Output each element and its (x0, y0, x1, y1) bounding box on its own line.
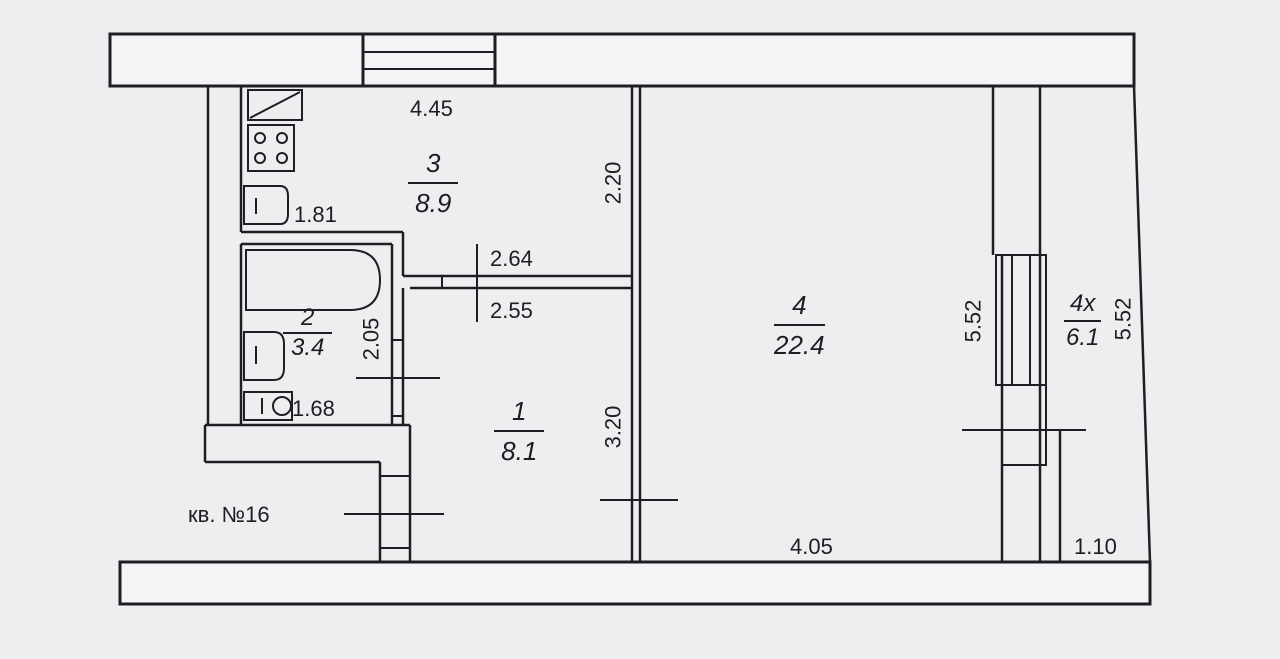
dimension-kitchen-top: 4.45 (410, 96, 453, 121)
dimension-balcony-side: 5.52 (1110, 297, 1136, 341)
dimension-balcony-bottom: 1.10 (1074, 534, 1117, 559)
room-area: 8.1 (494, 430, 545, 464)
apartment-label: кв. №16 (188, 502, 270, 527)
room-3-label: 3 8.9 (408, 148, 459, 216)
room-number: 3 (426, 148, 441, 178)
room-4-walls (630, 86, 1086, 562)
dimension-room-4-bottom: 4.05 (790, 534, 833, 559)
room-area: 6.1 (1064, 320, 1102, 350)
room-4x-label: 4x 6.1 (1064, 290, 1102, 350)
dimension-bath-side: 2.05 (358, 317, 384, 361)
top-wall (108, 32, 1136, 88)
room-1-walls (600, 490, 678, 560)
room-area: 22.4 (774, 324, 825, 358)
bottom-wall (118, 560, 1152, 606)
room-1-label: 1 8.1 (494, 396, 545, 464)
room-2-label: 2 3.4 (283, 304, 333, 360)
room-number: 4x (1070, 290, 1096, 317)
room-number: 4 (792, 290, 807, 320)
room-area: 8.9 (408, 182, 459, 216)
kitchen-fixtures (243, 89, 303, 225)
dimension-room-4-side: 5.52 (960, 299, 986, 343)
room-area: 3.4 (283, 332, 333, 360)
dimension-door-lower: 2.55 (490, 298, 533, 323)
dimension-room-1-side: 3.20 (600, 405, 626, 449)
kitchen-walls (206, 86, 632, 425)
dimension-kitchen-sink: 1.81 (294, 202, 337, 227)
balcony-frame (1038, 85, 1152, 563)
bathroom-fixtures (243, 249, 382, 421)
room-number: 1 (512, 396, 527, 426)
room-4-label: 4 22.4 (774, 292, 825, 358)
dimension-door-upper: 2.64 (490, 246, 533, 271)
dimension-kitchen-side: 2.20 (600, 161, 626, 205)
dimension-bath-bottom: 1.68 (292, 396, 335, 421)
room-number: 2 (301, 304, 315, 331)
bathroom-walls (203, 242, 444, 562)
